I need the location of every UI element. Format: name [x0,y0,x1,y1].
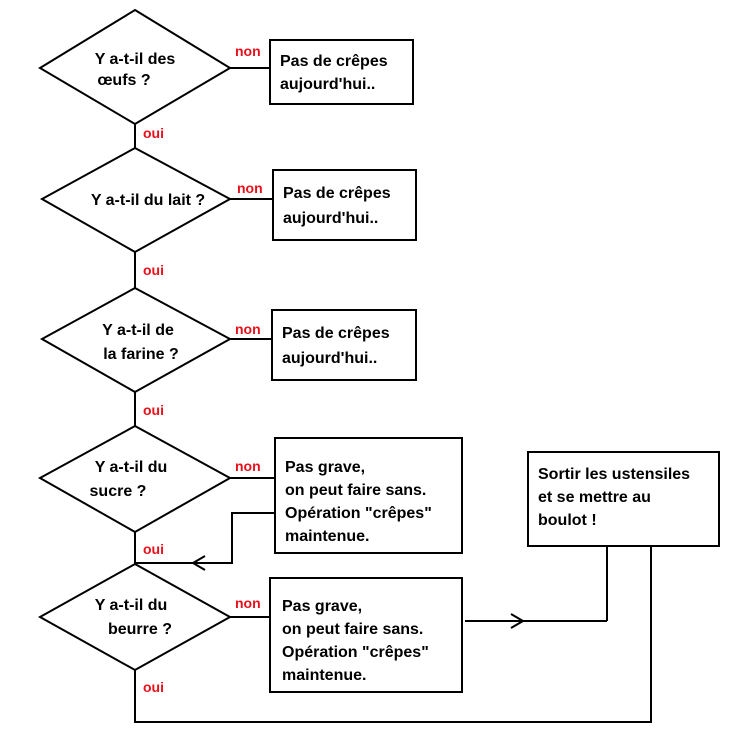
yes-label-5: oui [143,679,164,695]
outcome-4-line-1: Pas grave, [285,459,365,476]
connector-loop-sucre [135,512,275,564]
yes-label-1: oui [143,125,164,141]
decision-farine-line-2: la farine ? [103,346,179,363]
final-box [527,451,720,547]
no-label-5: non [235,595,261,611]
outcome-5-line-2: on peut faire sans. [282,621,423,638]
outcome-2-line-2: aujourd'hui.. [283,210,378,227]
outcome-box-5 [269,577,463,693]
connectors [134,67,652,723]
outcome-3-line-1: Pas de crêpes [282,325,390,342]
no-label-3: non [235,321,261,337]
connector-oui-final [134,546,652,723]
outcome-4-line-4: maintenue. [285,528,369,545]
outcome-1-line-1: Pas de crêpes [280,53,388,70]
no-label-2: non [237,180,263,196]
decision-beurre-line-1: Y a-t-il du [95,597,168,614]
decision-lait-line-1: Y a-t-il du lait ? [91,192,205,209]
no-label-4: non [235,458,261,474]
outcome-5-line-3: Opération "crêpes" [282,644,429,661]
outcome-1-line-2: aujourd'hui.. [280,76,375,93]
labels: Y a-t-il des œufs ? Y a-t-il du lait ? Y… [90,43,691,695]
decision-beurre-line-2: beurre ? [108,621,172,638]
decision-oeufs-line-1: Y a-t-il des [95,51,176,68]
outcome-box-1 [269,39,414,105]
decision-farine [39,286,233,394]
decision-sucre-line-1: Y a-t-il du [95,459,168,476]
final-line-3: boulot ! [538,512,597,529]
decision-sucre [37,424,233,534]
yes-label-2: oui [143,262,164,278]
decision-beurre [37,562,233,672]
decision-oeufs [38,8,232,126]
yes-label-4: oui [143,541,164,557]
yes-label-3: oui [143,402,164,418]
final-line-2: et se mettre au [538,489,651,506]
outcome-4-line-2: on peut faire sans. [285,482,426,499]
decision-lait [39,146,233,254]
decision-oeufs-line-2: œufs ? [97,72,150,89]
outcomes [269,39,720,693]
final-line-1: Sortir les ustensiles [538,466,690,483]
outcome-box-3 [271,309,417,381]
outcome-4-line-3: Opération "crêpes" [285,505,432,522]
outcome-2-line-1: Pas de crêpes [283,185,391,202]
outcome-3-line-2: aujourd'hui.. [282,350,377,367]
no-label-1: non [235,43,261,59]
outcome-5-line-4: maintenue. [282,667,366,684]
outcome-box-2 [272,169,417,241]
arrow-loop-sucre [191,555,206,571]
decision-sucre-line-2: sucre ? [90,483,147,500]
outcome-5-line-1: Pas grave, [282,598,362,615]
outcome-box-4 [274,437,463,554]
decision-farine-line-1: Y a-t-il de [102,322,174,339]
decisions [37,8,233,672]
